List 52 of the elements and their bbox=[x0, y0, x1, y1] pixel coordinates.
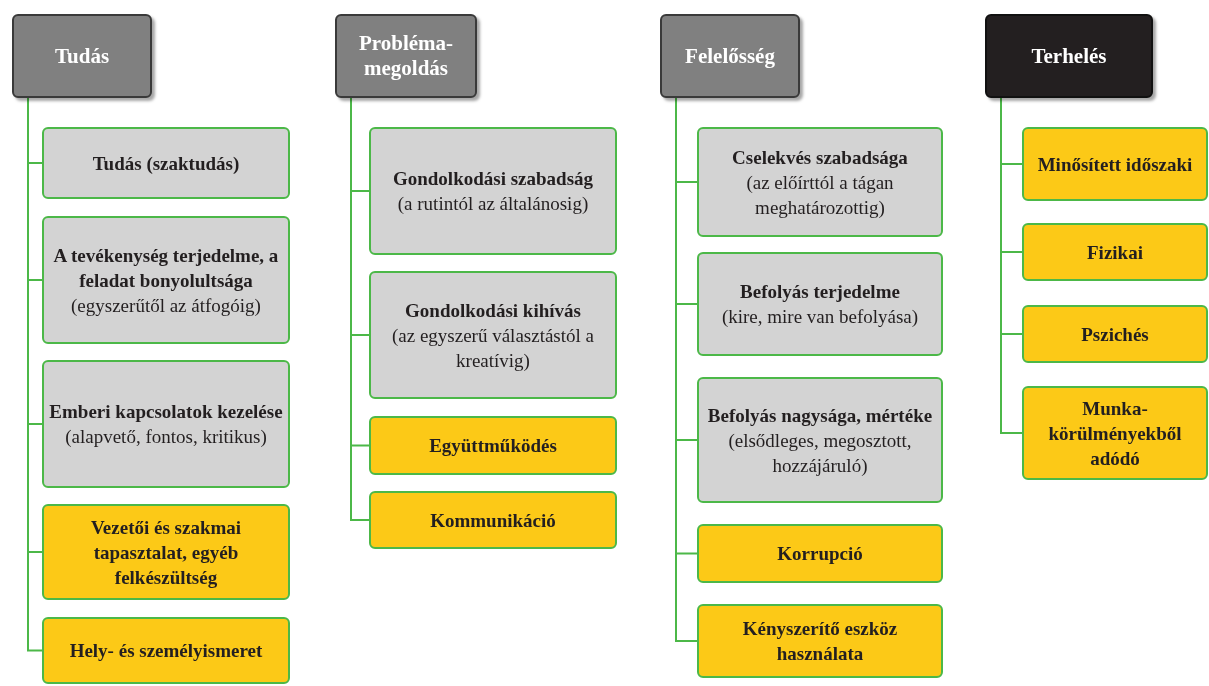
box-title: Gondolkodási kihívás bbox=[405, 298, 581, 323]
box-title: Korrupció bbox=[777, 542, 863, 566]
box-title: Tudás (szaktudás) bbox=[92, 151, 240, 176]
box-title: Befolyás nagysága, mértéke bbox=[707, 403, 933, 428]
box-description: (egyszerűtől az átfogóig) bbox=[71, 293, 261, 318]
criterion-box bbox=[42, 360, 290, 488]
box-title: Együttműködés bbox=[429, 434, 557, 458]
criterion-box bbox=[369, 271, 617, 399]
connector-line bbox=[1000, 97, 1023, 434]
criterion-box bbox=[697, 377, 943, 503]
box-title: Munka-körülményekből adódó bbox=[1047, 396, 1183, 471]
criterion-box bbox=[1022, 386, 1208, 480]
box-title: Fizikai bbox=[1087, 240, 1143, 265]
box-description: (kire, mire van befolyása) bbox=[721, 305, 919, 329]
criterion-box bbox=[369, 491, 617, 549]
criterion-box bbox=[1022, 223, 1208, 281]
criterion-box bbox=[697, 252, 943, 356]
box-title: Vezetői és szakmai tapasztalat, egyéb felkészültség bbox=[89, 515, 243, 590]
criterion-box bbox=[42, 216, 290, 344]
box-title: Minősített időszaki bbox=[1037, 152, 1193, 177]
criterion-box bbox=[697, 604, 943, 678]
criterion-box bbox=[369, 416, 617, 475]
criterion-box bbox=[697, 524, 943, 583]
box-description: (elsődleges, megosztott, hozzájáruló) bbox=[727, 428, 913, 478]
category-header bbox=[335, 14, 477, 98]
criterion-box bbox=[42, 504, 290, 600]
box-title: Terhelés bbox=[1031, 43, 1107, 69]
box-title: Probléma-megoldás bbox=[357, 31, 455, 81]
box-title: Emberi kapcsolatok kezelése bbox=[49, 400, 283, 424]
box-description: (a rutintól az általánosig) bbox=[397, 192, 589, 216]
category-header bbox=[660, 14, 800, 98]
box-description: (az egyszerű választástól a kreatívig) bbox=[390, 323, 595, 373]
box-title: A tevékenység terjedelme, a feladat bonyolultsága bbox=[52, 243, 280, 293]
box-title: Felelősség bbox=[685, 43, 775, 69]
box-title: Kényszerítő eszköz használata bbox=[741, 617, 899, 666]
box-title: Hely- és személyismeret bbox=[69, 639, 263, 663]
category-header bbox=[12, 14, 152, 98]
criterion-box bbox=[697, 127, 943, 237]
box-description: (az előírttól a tágan meghatározottig) bbox=[745, 170, 895, 220]
criterion-box bbox=[42, 127, 290, 199]
criterion-box bbox=[42, 617, 290, 684]
category-header bbox=[985, 14, 1153, 98]
box-title: Gondolkodási szabadság bbox=[392, 167, 594, 191]
criterion-box bbox=[369, 127, 617, 255]
box-title: Befolyás terjedelme bbox=[740, 280, 900, 304]
box-title: Cselekvés szabadsága bbox=[732, 145, 908, 170]
criterion-box bbox=[1022, 305, 1208, 363]
criterion-box bbox=[1022, 127, 1208, 201]
box-description: (alapvető, fontos, kritikus) bbox=[65, 425, 267, 449]
box-title: Pszichés bbox=[1081, 322, 1149, 347]
box-title: Tudás bbox=[54, 43, 110, 69]
box-title: Kommunikáció bbox=[430, 508, 556, 533]
